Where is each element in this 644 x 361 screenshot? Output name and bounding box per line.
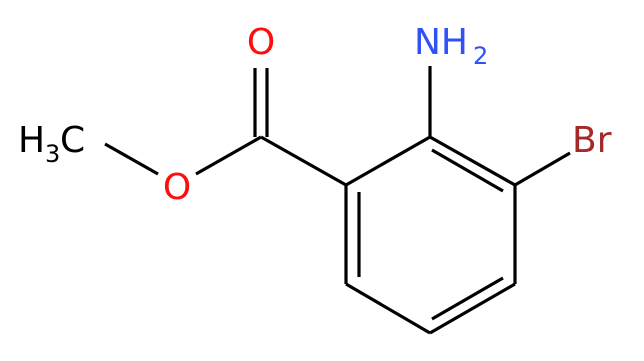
amine-label: NH 2 <box>414 22 488 70</box>
bond-carbonyl-oester <box>195 135 262 176</box>
bond-ring-c1-c2 <box>345 135 431 187</box>
bonds <box>104 66 571 335</box>
bond-ring-bromine <box>514 151 571 187</box>
amine-nh-label: NH <box>414 22 468 63</box>
bond-oester-methyl <box>104 142 159 176</box>
bond-ring-carbonyl <box>260 135 347 187</box>
atom-labels: O O H 3 C NH 2 Br <box>18 22 612 208</box>
methyl-h-label: H <box>18 120 45 161</box>
methyl-label: H 3 C <box>18 120 85 168</box>
methyl-c-label: C <box>60 120 85 161</box>
bond-ring-c5-c6 <box>345 282 431 335</box>
ester-oxygen-label: O <box>163 167 191 208</box>
bromine-label: Br <box>572 120 612 161</box>
bond-ring-c2-c3-inner <box>431 148 504 193</box>
carbonyl-oxygen-label: O <box>247 22 275 63</box>
bond-ring-c2-c3 <box>429 135 516 187</box>
bond-ring-c4-c5-inner <box>431 276 504 321</box>
bond-ring-c4-c5 <box>429 282 516 335</box>
amine-count-label: 2 <box>473 42 488 70</box>
methyl-count-label: 3 <box>45 140 60 168</box>
